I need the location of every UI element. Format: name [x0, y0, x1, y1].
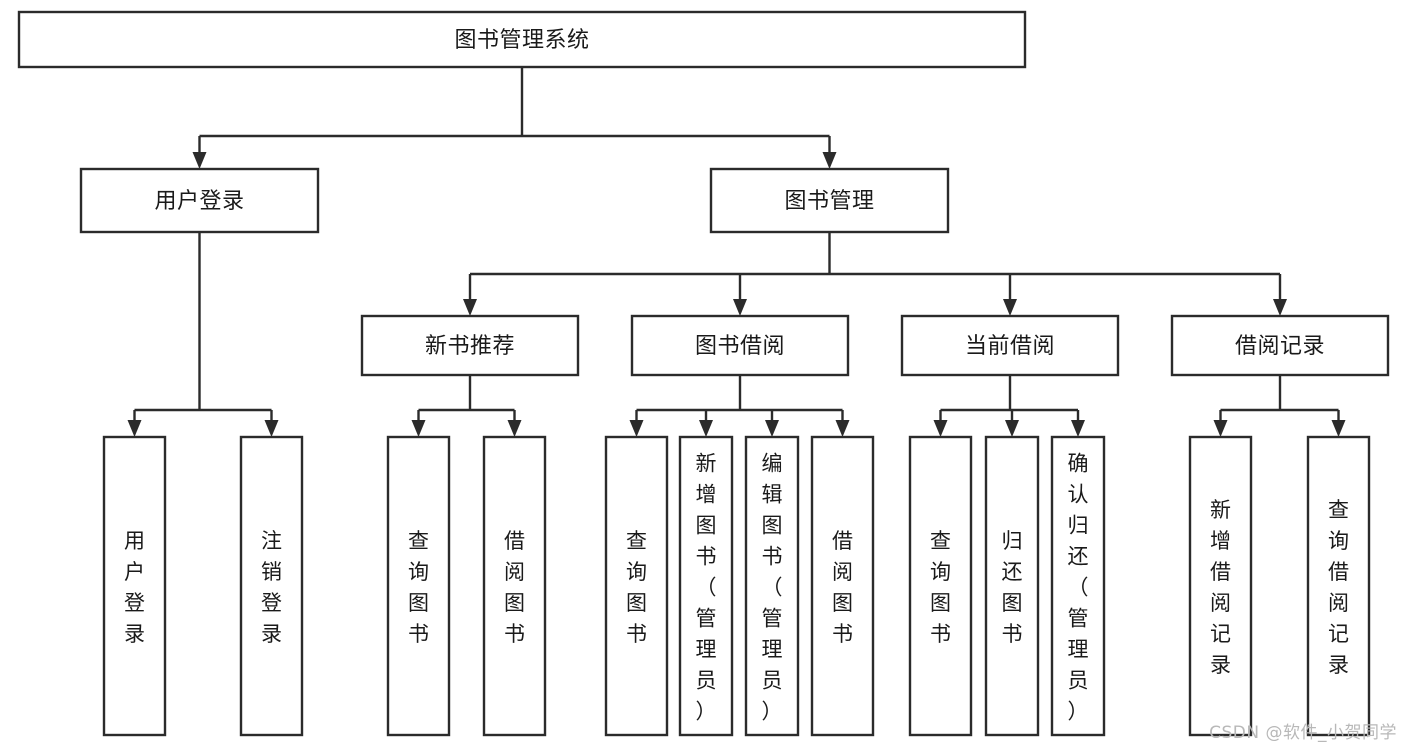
- node-label: 查询图书: [408, 529, 429, 646]
- node-label: 编辑图书（管理员）: [762, 452, 783, 724]
- node-root[interactable]: 图书管理系统: [17, 10, 1027, 69]
- node-box-leaf-borrow-book-1: [482, 435, 547, 737]
- node-leaf-return-book[interactable]: 归还图书: [984, 435, 1040, 737]
- arrow-head-icon: [1071, 420, 1085, 437]
- node-box-leaf-query-book-2: [604, 435, 669, 737]
- node-box-user-login: [79, 167, 320, 234]
- node-box-current-borrow: [900, 314, 1120, 377]
- node-box-root: [17, 10, 1027, 69]
- arrow-head-icon: [1213, 420, 1228, 437]
- nodes-layer: 图书管理系统用户登录图书管理新书推荐图书借阅当前借阅借阅记录用户登录注销登录查询…: [17, 10, 1390, 737]
- arrow-head-icon: [463, 299, 477, 316]
- node-book-borrow[interactable]: 图书借阅: [630, 314, 850, 377]
- node-box-leaf-borrow-book-2: [810, 435, 875, 737]
- arrow-head-icon: [765, 420, 779, 437]
- node-label: 新增图书（管理员）: [696, 452, 717, 724]
- node-leaf-borrow-book-2[interactable]: 借阅图书: [810, 435, 875, 737]
- node-box-leaf-query-record: [1306, 435, 1371, 737]
- arrow-head-icon: [127, 420, 142, 437]
- arrow-head-icon: [1273, 299, 1287, 316]
- connectors-layer: [127, 67, 1346, 437]
- node-borrow-record[interactable]: 借阅记录: [1170, 314, 1390, 377]
- node-box-leaf-edit-book: [744, 435, 800, 737]
- node-label: 查询图书: [930, 529, 951, 646]
- node-leaf-query-book-2[interactable]: 查询图书: [604, 435, 669, 737]
- node-label: 归还图书: [1002, 529, 1023, 646]
- node-box-leaf-query-book-3: [908, 435, 973, 737]
- node-leaf-user-logout[interactable]: 注销登录: [239, 435, 304, 737]
- node-leaf-add-book[interactable]: 新增图书（管理员）: [678, 435, 734, 737]
- node-user-login[interactable]: 用户登录: [79, 167, 320, 234]
- node-leaf-query-book-1[interactable]: 查询图书: [386, 435, 451, 737]
- node-leaf-user-login[interactable]: 用户登录: [102, 435, 167, 737]
- node-current-borrow[interactable]: 当前借阅: [900, 314, 1120, 377]
- arrow-head-icon: [1005, 420, 1019, 437]
- node-leaf-query-record[interactable]: 查询借阅记录: [1306, 435, 1371, 737]
- node-leaf-add-record[interactable]: 新增借阅记录: [1188, 435, 1253, 737]
- node-leaf-query-book-3[interactable]: 查询图书: [908, 435, 973, 737]
- node-box-leaf-return-book: [984, 435, 1040, 737]
- node-label: 用户登录: [124, 529, 145, 646]
- arrow-head-icon: [1331, 420, 1346, 437]
- node-label: 新书推荐: [425, 334, 515, 359]
- node-box-leaf-confirm-return: [1050, 435, 1106, 737]
- arrow-head-icon: [835, 420, 850, 437]
- node-new-book-recommend[interactable]: 新书推荐: [360, 314, 580, 377]
- node-box-leaf-add-record: [1188, 435, 1253, 737]
- node-label: 当前借阅: [965, 334, 1055, 359]
- node-box-borrow-record: [1170, 314, 1390, 377]
- node-box-leaf-user-logout: [239, 435, 304, 737]
- arrow-head-icon: [264, 420, 279, 437]
- arrow-head-icon: [1003, 299, 1017, 316]
- node-box-leaf-user-login: [102, 435, 167, 737]
- arrow-head-icon: [733, 299, 747, 316]
- node-label: 用户登录: [154, 189, 244, 214]
- arrow-head-icon: [699, 420, 713, 437]
- arrow-head-icon: [411, 420, 426, 437]
- node-box-leaf-query-book-1: [386, 435, 451, 737]
- node-label: 查询借阅记录: [1328, 498, 1349, 677]
- arrow-head-icon: [933, 420, 948, 437]
- arrow-head-icon: [507, 420, 522, 437]
- node-label: 借阅图书: [504, 529, 525, 646]
- node-leaf-borrow-book-1[interactable]: 借阅图书: [482, 435, 547, 737]
- node-label: 借阅图书: [832, 529, 853, 646]
- node-leaf-edit-book[interactable]: 编辑图书（管理员）: [744, 435, 800, 737]
- node-label: 图书借阅: [695, 334, 785, 359]
- node-label: 借阅记录: [1235, 334, 1325, 359]
- arrow-head-icon: [192, 152, 207, 169]
- node-box-book-borrow: [630, 314, 850, 377]
- node-box-book-manage: [709, 167, 950, 234]
- node-box-new-book-recommend: [360, 314, 580, 377]
- node-box-leaf-add-book: [678, 435, 734, 737]
- node-label: 注销登录: [261, 529, 282, 646]
- node-book-manage[interactable]: 图书管理: [709, 167, 950, 234]
- node-label: 确认归还（管理员）: [1068, 452, 1089, 724]
- arrow-head-icon: [822, 152, 837, 169]
- node-label: 新增借阅记录: [1210, 498, 1231, 677]
- node-label: 图书管理: [784, 189, 874, 214]
- node-label: 图书管理系统: [454, 28, 589, 53]
- node-leaf-confirm-return[interactable]: 确认归还（管理员）: [1050, 435, 1106, 737]
- node-label: 查询图书: [626, 529, 647, 646]
- arrow-head-icon: [629, 420, 644, 437]
